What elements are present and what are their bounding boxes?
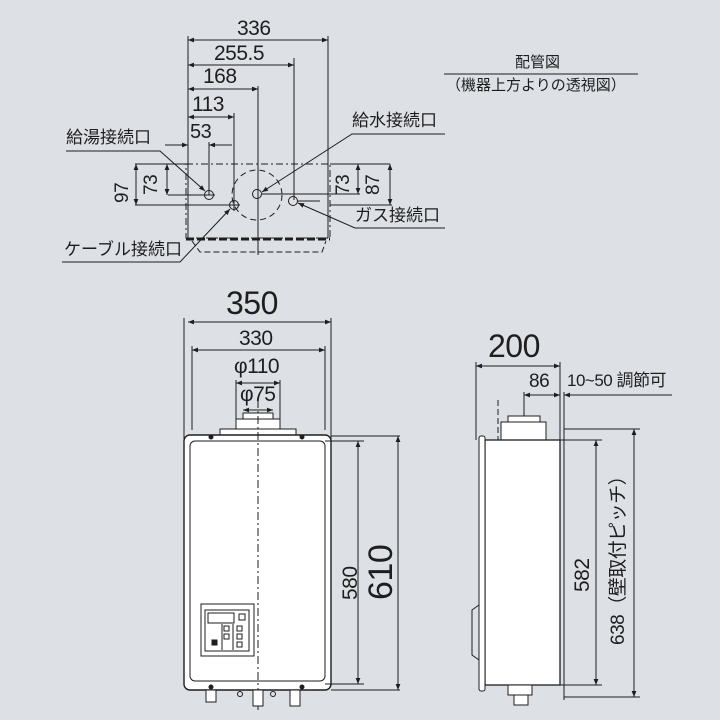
dim-610: 610 [362, 544, 400, 600]
dim-phi110: φ110 [234, 355, 280, 378]
dim-73-left: 73 [141, 174, 162, 195]
dim-86: 86 [529, 371, 550, 392]
dim-113: 113 [192, 93, 224, 116]
dim-phi75: φ75 [240, 383, 276, 406]
label-cold-water-connection: 給水接続口 [352, 111, 437, 131]
dim-580: 580 [339, 566, 362, 600]
dim-582: 582 [571, 558, 594, 592]
dim-168: 168 [203, 65, 237, 88]
dim-73-right: 73 [333, 174, 354, 195]
label-gas-connection: ガス接続口 [355, 206, 440, 226]
dim-330: 330 [239, 327, 273, 350]
dim-adjustable-range: 10~50 調節可 [567, 371, 666, 390]
dim-97: 97 [112, 182, 133, 203]
dim-336: 336 [237, 17, 271, 40]
diagram-subtitle: （機器上方よりの透視図） [446, 76, 626, 94]
label-hot-water-connection: 給湯接続口 [66, 128, 151, 148]
dim-200: 200 [488, 328, 540, 364]
dim-638-mount-pitch: 638（壁取付ピッチ） [608, 466, 629, 645]
dim-53: 53 [190, 121, 212, 143]
dim-350: 350 [226, 285, 278, 321]
dim-87: 87 [363, 174, 384, 195]
diagram-title: 配管図 [515, 53, 561, 71]
dim-255-5: 255.5 [214, 42, 265, 65]
label-cable-connection: ケーブル接続口 [64, 240, 182, 260]
